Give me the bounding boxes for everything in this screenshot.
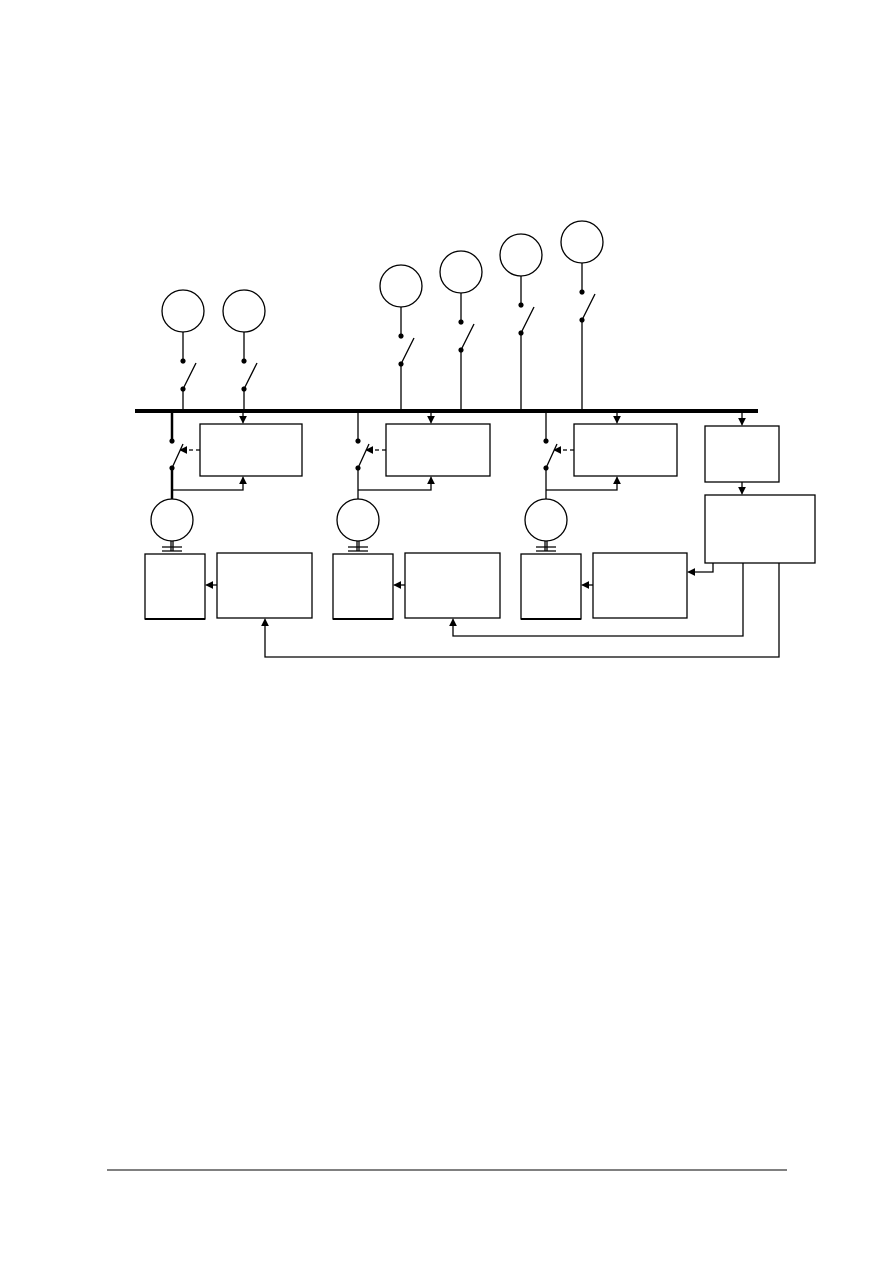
master-to-controller-3-arrow	[687, 563, 714, 576]
generator-4	[439, 250, 483, 294]
current-measure-arrow-2	[358, 476, 435, 491]
generator-5	[499, 233, 543, 277]
generator-2	[222, 289, 266, 333]
breaker-blade-3	[545, 443, 558, 469]
measurement-box	[704, 425, 780, 483]
protection-relay-box-2	[385, 423, 491, 477]
motor-1	[150, 498, 194, 542]
switch-blade-6	[581, 293, 596, 321]
breaker-contact-3	[543, 438, 549, 444]
breaker-blade-2	[357, 443, 370, 469]
switch-contact-3	[398, 333, 404, 339]
switch-contact-4	[458, 319, 464, 325]
switch-blade-4	[460, 323, 475, 351]
generator-1	[161, 289, 205, 333]
protection-relay-box-3	[573, 423, 678, 477]
switch-contact-1	[180, 358, 186, 364]
controller-box-3	[592, 552, 688, 619]
motor-3	[524, 498, 568, 542]
master-controller-box	[704, 494, 816, 564]
switch-blade-2	[243, 362, 258, 390]
current-measure-arrow-1	[172, 476, 247, 491]
current-measure-arrow-3	[546, 476, 621, 491]
switch-contact-6	[579, 289, 585, 295]
load-box-2	[332, 553, 394, 620]
breaker-blade-1	[171, 443, 184, 469]
load-box-1	[144, 553, 206, 620]
master-to-controller-1-arrow	[261, 563, 780, 658]
breaker-contact-2	[355, 438, 361, 444]
generator-3	[379, 264, 423, 308]
switch-blade-1	[182, 362, 197, 390]
controller-box-1	[216, 552, 313, 619]
master-to-controller-2-arrow	[449, 563, 744, 637]
breaker-contact-1	[169, 438, 175, 444]
controller-box-2	[404, 552, 501, 619]
switch-contact-2	[241, 358, 247, 364]
generator-6	[560, 220, 604, 264]
switch-contact-5	[518, 302, 524, 308]
motor-2	[336, 498, 380, 542]
switch-blade-3	[400, 337, 415, 365]
protection-relay-box-1	[199, 423, 303, 477]
load-box-3	[520, 553, 582, 620]
switch-blade-5	[520, 306, 535, 334]
